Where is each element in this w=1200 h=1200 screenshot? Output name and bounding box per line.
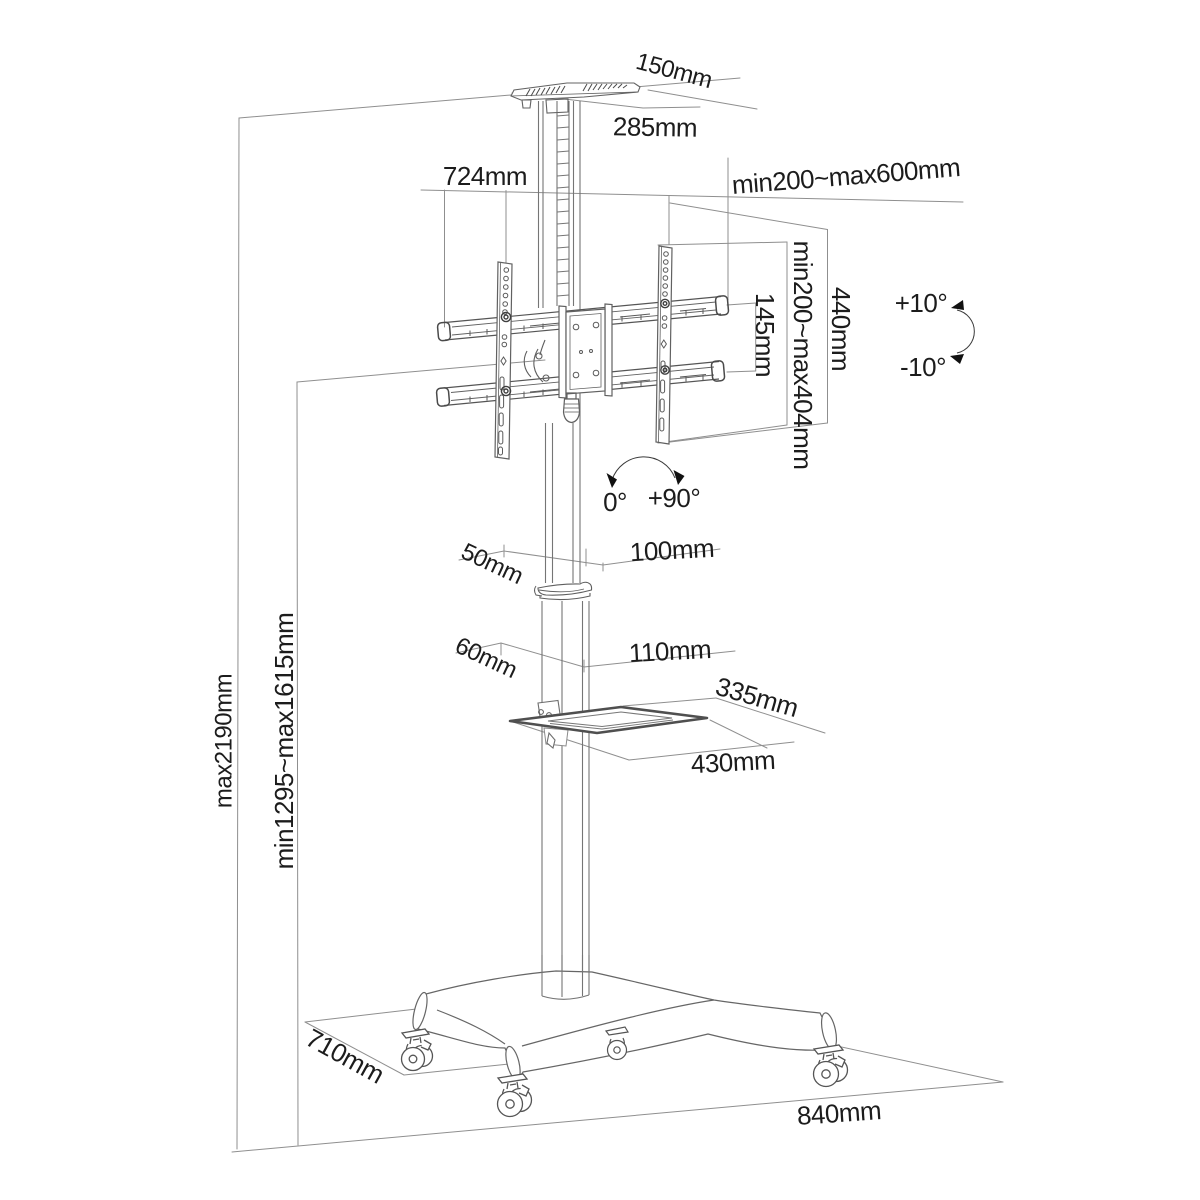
svg-text:440mm: 440mm — [826, 287, 856, 371]
svg-text:100mm: 100mm — [629, 533, 715, 567]
svg-text:430mm: 430mm — [690, 745, 776, 779]
svg-text:+10°: +10° — [895, 288, 948, 318]
svg-text:+90°: +90° — [648, 483, 701, 513]
svg-text:840mm: 840mm — [796, 1095, 882, 1131]
svg-text:max2190mm: max2190mm — [211, 674, 238, 808]
svg-text:285mm: 285mm — [613, 111, 698, 142]
svg-text:-10°: -10° — [900, 352, 946, 382]
svg-text:110mm: 110mm — [628, 634, 712, 668]
svg-text:min1295~max1615mm: min1295~max1615mm — [269, 613, 299, 870]
svg-text:0°: 0° — [603, 487, 627, 517]
svg-text:min200~max404mm: min200~max404mm — [788, 241, 818, 470]
svg-text:724mm: 724mm — [443, 161, 527, 191]
svg-text:145mm: 145mm — [750, 293, 780, 377]
